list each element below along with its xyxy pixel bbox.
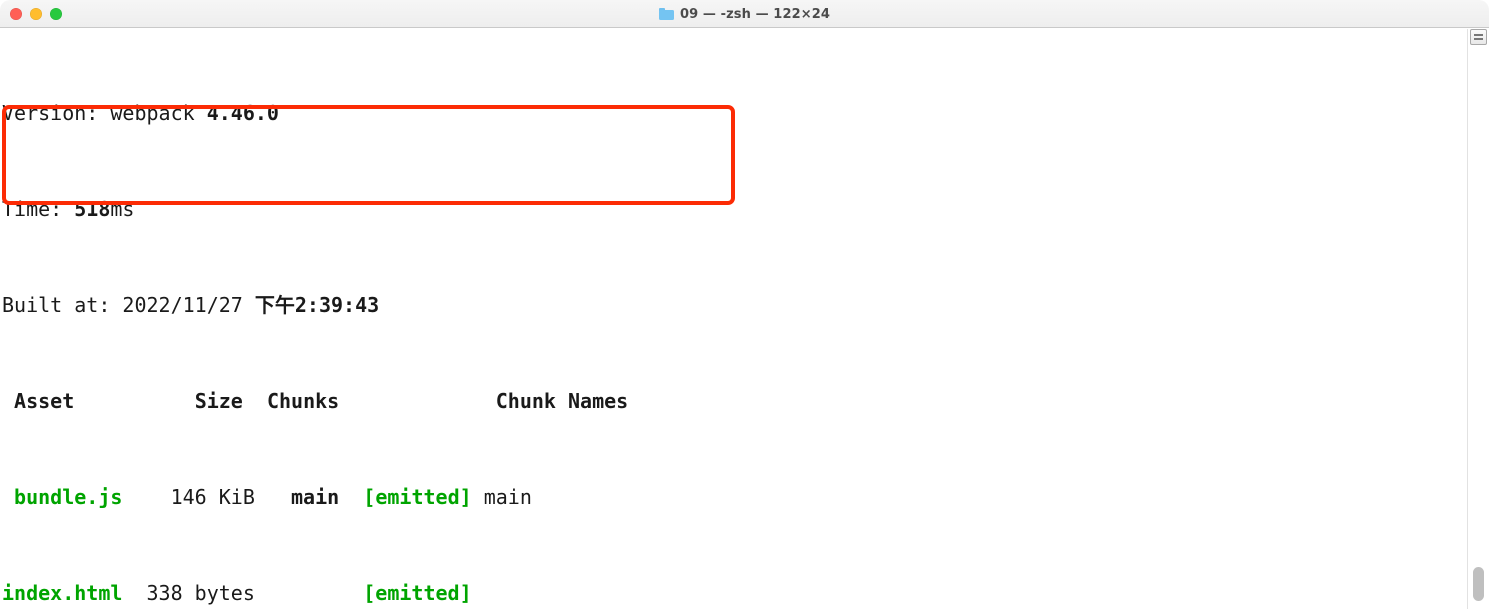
asset-emitted: [emitted] [363, 485, 472, 509]
scrollbar[interactable] [1467, 29, 1489, 609]
asset-chunk-names: main [483, 485, 532, 509]
asset-emitted: [emitted] [363, 581, 472, 605]
time-unit: ms [110, 197, 135, 221]
column-asset: Asset [14, 389, 75, 413]
table-row: index.html 338 bytes [emitted] [2, 581, 977, 605]
line-version: Version: webpack 4.46.0 [2, 101, 977, 125]
window-controls [10, 8, 62, 20]
table-row: bundle.js 146 KiB main [emitted] main [2, 485, 977, 509]
asset-size: 146 KiB [170, 485, 255, 509]
title-container: 09 — -zsh — 122×24 [0, 0, 1489, 28]
time-label: Time: [2, 197, 75, 221]
asset-chunks: main [291, 485, 340, 509]
terminal-output[interactable]: Version: webpack 4.46.0 Time: 518ms Buil… [0, 29, 1467, 609]
line-built-at: Built at: 2022/11/27 下午2:39:43 [2, 293, 977, 317]
built-at-time: 2:39:43 [294, 293, 380, 317]
column-chunk-names: Chunk Names [495, 389, 629, 413]
built-at-date: 2022/11/27 [122, 293, 255, 317]
close-button[interactable] [10, 8, 22, 20]
asset-name: index.html [2, 581, 123, 605]
time-value: 518 [74, 197, 111, 221]
column-chunks: Chunks [266, 389, 340, 413]
window-title: 09 — -zsh — 122×24 [679, 6, 831, 22]
asset-table-header: Asset Size Chunks Chunk Names [2, 389, 977, 413]
terminal-lines: Version: webpack 4.46.0 Time: 518ms Buil… [2, 29, 977, 609]
title-bar[interactable]: 09 — -zsh — 122×24 [0, 0, 1489, 28]
scrollbar-grip-icon[interactable] [1470, 29, 1487, 45]
asset-name: bundle.js [14, 485, 123, 509]
scrollbar-thumb[interactable] [1473, 567, 1484, 601]
folder-icon [658, 8, 674, 20]
line-time: Time: 518ms [2, 197, 977, 221]
column-size: Size [194, 389, 243, 413]
minimize-button[interactable] [30, 8, 42, 20]
maximize-button[interactable] [50, 8, 62, 20]
version-label: Version: webpack [2, 101, 207, 125]
version-value: 4.46.0 [206, 101, 279, 125]
built-at-period: 下午 [254, 293, 295, 317]
asset-size: 338 bytes [146, 581, 255, 605]
built-at-label: Built at: [2, 293, 123, 317]
